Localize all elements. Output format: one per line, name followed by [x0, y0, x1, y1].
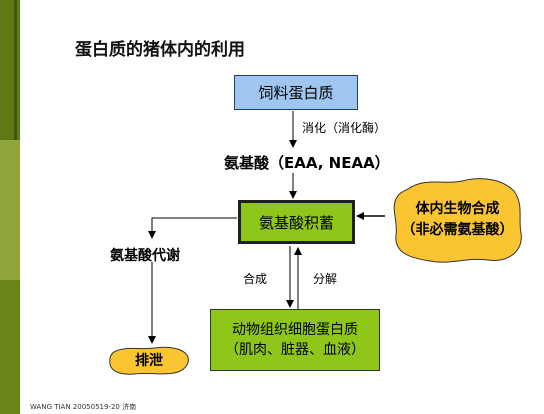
aa-metabolism-label: 氨基酸代谢: [110, 248, 180, 264]
amino-acids-label: 氨基酸（EAA, NEAA）: [224, 154, 390, 172]
footer-note: WANG TIAN 20050519-20 济南: [30, 403, 137, 411]
tissue-protein-line2: （肌肉、脏器、血液）: [225, 342, 365, 358]
feed-protein-label: 饲料蛋白质: [258, 84, 334, 102]
excretion-label: 排泄: [135, 353, 163, 369]
tissue-protein-box: 动物组织细胞蛋白质 （肌肉、脏器、血液）: [210, 309, 380, 371]
sidebar-accent: [14, 0, 17, 140]
decorative-sidebar: [0, 0, 20, 414]
body-synthesis-blob: 体内生物合成 （非必需氨基酸）: [390, 175, 525, 265]
amino-acid-pool-label: 氨基酸积蓄: [258, 213, 334, 232]
amino-acid-pool-box: 氨基酸积蓄: [238, 200, 355, 244]
synthesis-label: 合成: [243, 272, 268, 286]
body-synthesis-line1: 体内生物合成: [415, 201, 500, 217]
pool-to-metabolism-arrow: [148, 217, 237, 239]
digestion-label: 消化（消化酶）: [302, 121, 387, 135]
slide-title: 蛋白质的猪体内的利用: [75, 40, 245, 60]
feed-protein-box: 饲料蛋白质: [234, 75, 358, 110]
decomposition-label: 分解: [313, 272, 338, 286]
excretion-blob-shape: [109, 346, 189, 375]
blob-shape: [393, 178, 522, 263]
body-synthesis-line2: （非必需氨基酸）: [401, 222, 514, 238]
excretion-blob: 排泄: [108, 345, 190, 375]
tissue-protein-line1: 动物组织细胞蛋白质: [232, 322, 358, 338]
